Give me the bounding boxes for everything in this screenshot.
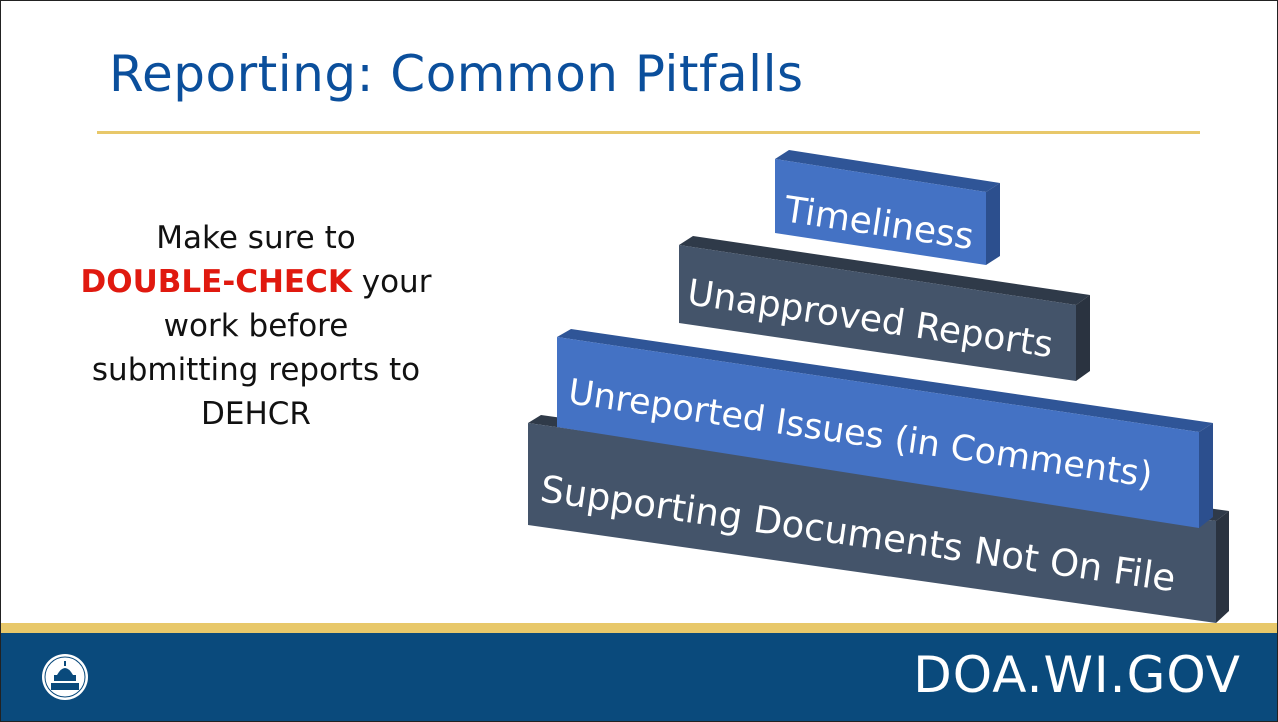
double-check-emphasis: DOUBLE-CHECK — [80, 264, 352, 300]
capitol-seal-icon — [42, 654, 88, 700]
footer-accent-bar — [1, 623, 1277, 633]
pyramid-block-timeliness: Timeliness — [775, 150, 1000, 265]
pyramid-block-supporting-documents: Supporting Documents Not On File — [528, 415, 1229, 623]
title-divider — [97, 131, 1200, 134]
block-label-timeliness: Timeliness — [781, 189, 977, 258]
body-line-2: DOUBLE-CHECK your — [51, 260, 461, 304]
block-label-supporting-documents: Supporting Documents Not On File — [538, 467, 1178, 600]
body-line-3: work before — [163, 308, 349, 344]
footer-website-link[interactable]: DOA.WI.GOV — [913, 646, 1241, 704]
footer-bar — [1, 633, 1277, 721]
pyramid-block-unapproved-reports: Unapproved Reports — [679, 236, 1090, 381]
body-line-5: DEHCR — [201, 396, 311, 432]
body-line-4: submitting reports to — [91, 352, 421, 388]
body-text: Make sure to DOUBLE-CHECK your work befo… — [51, 216, 461, 436]
slide-title: Reporting: Common Pitfalls — [109, 45, 804, 103]
pyramid-block-unreported-issues: Unreported Issues (in Comments) — [557, 329, 1213, 528]
body-line-2-rest: your — [351, 264, 432, 300]
body-line-1: Make sure to — [156, 220, 356, 256]
block-label-unapproved-reports: Unapproved Reports — [685, 272, 1056, 366]
block-label-unreported-issues: Unreported Issues (in Comments) — [566, 372, 1155, 496]
